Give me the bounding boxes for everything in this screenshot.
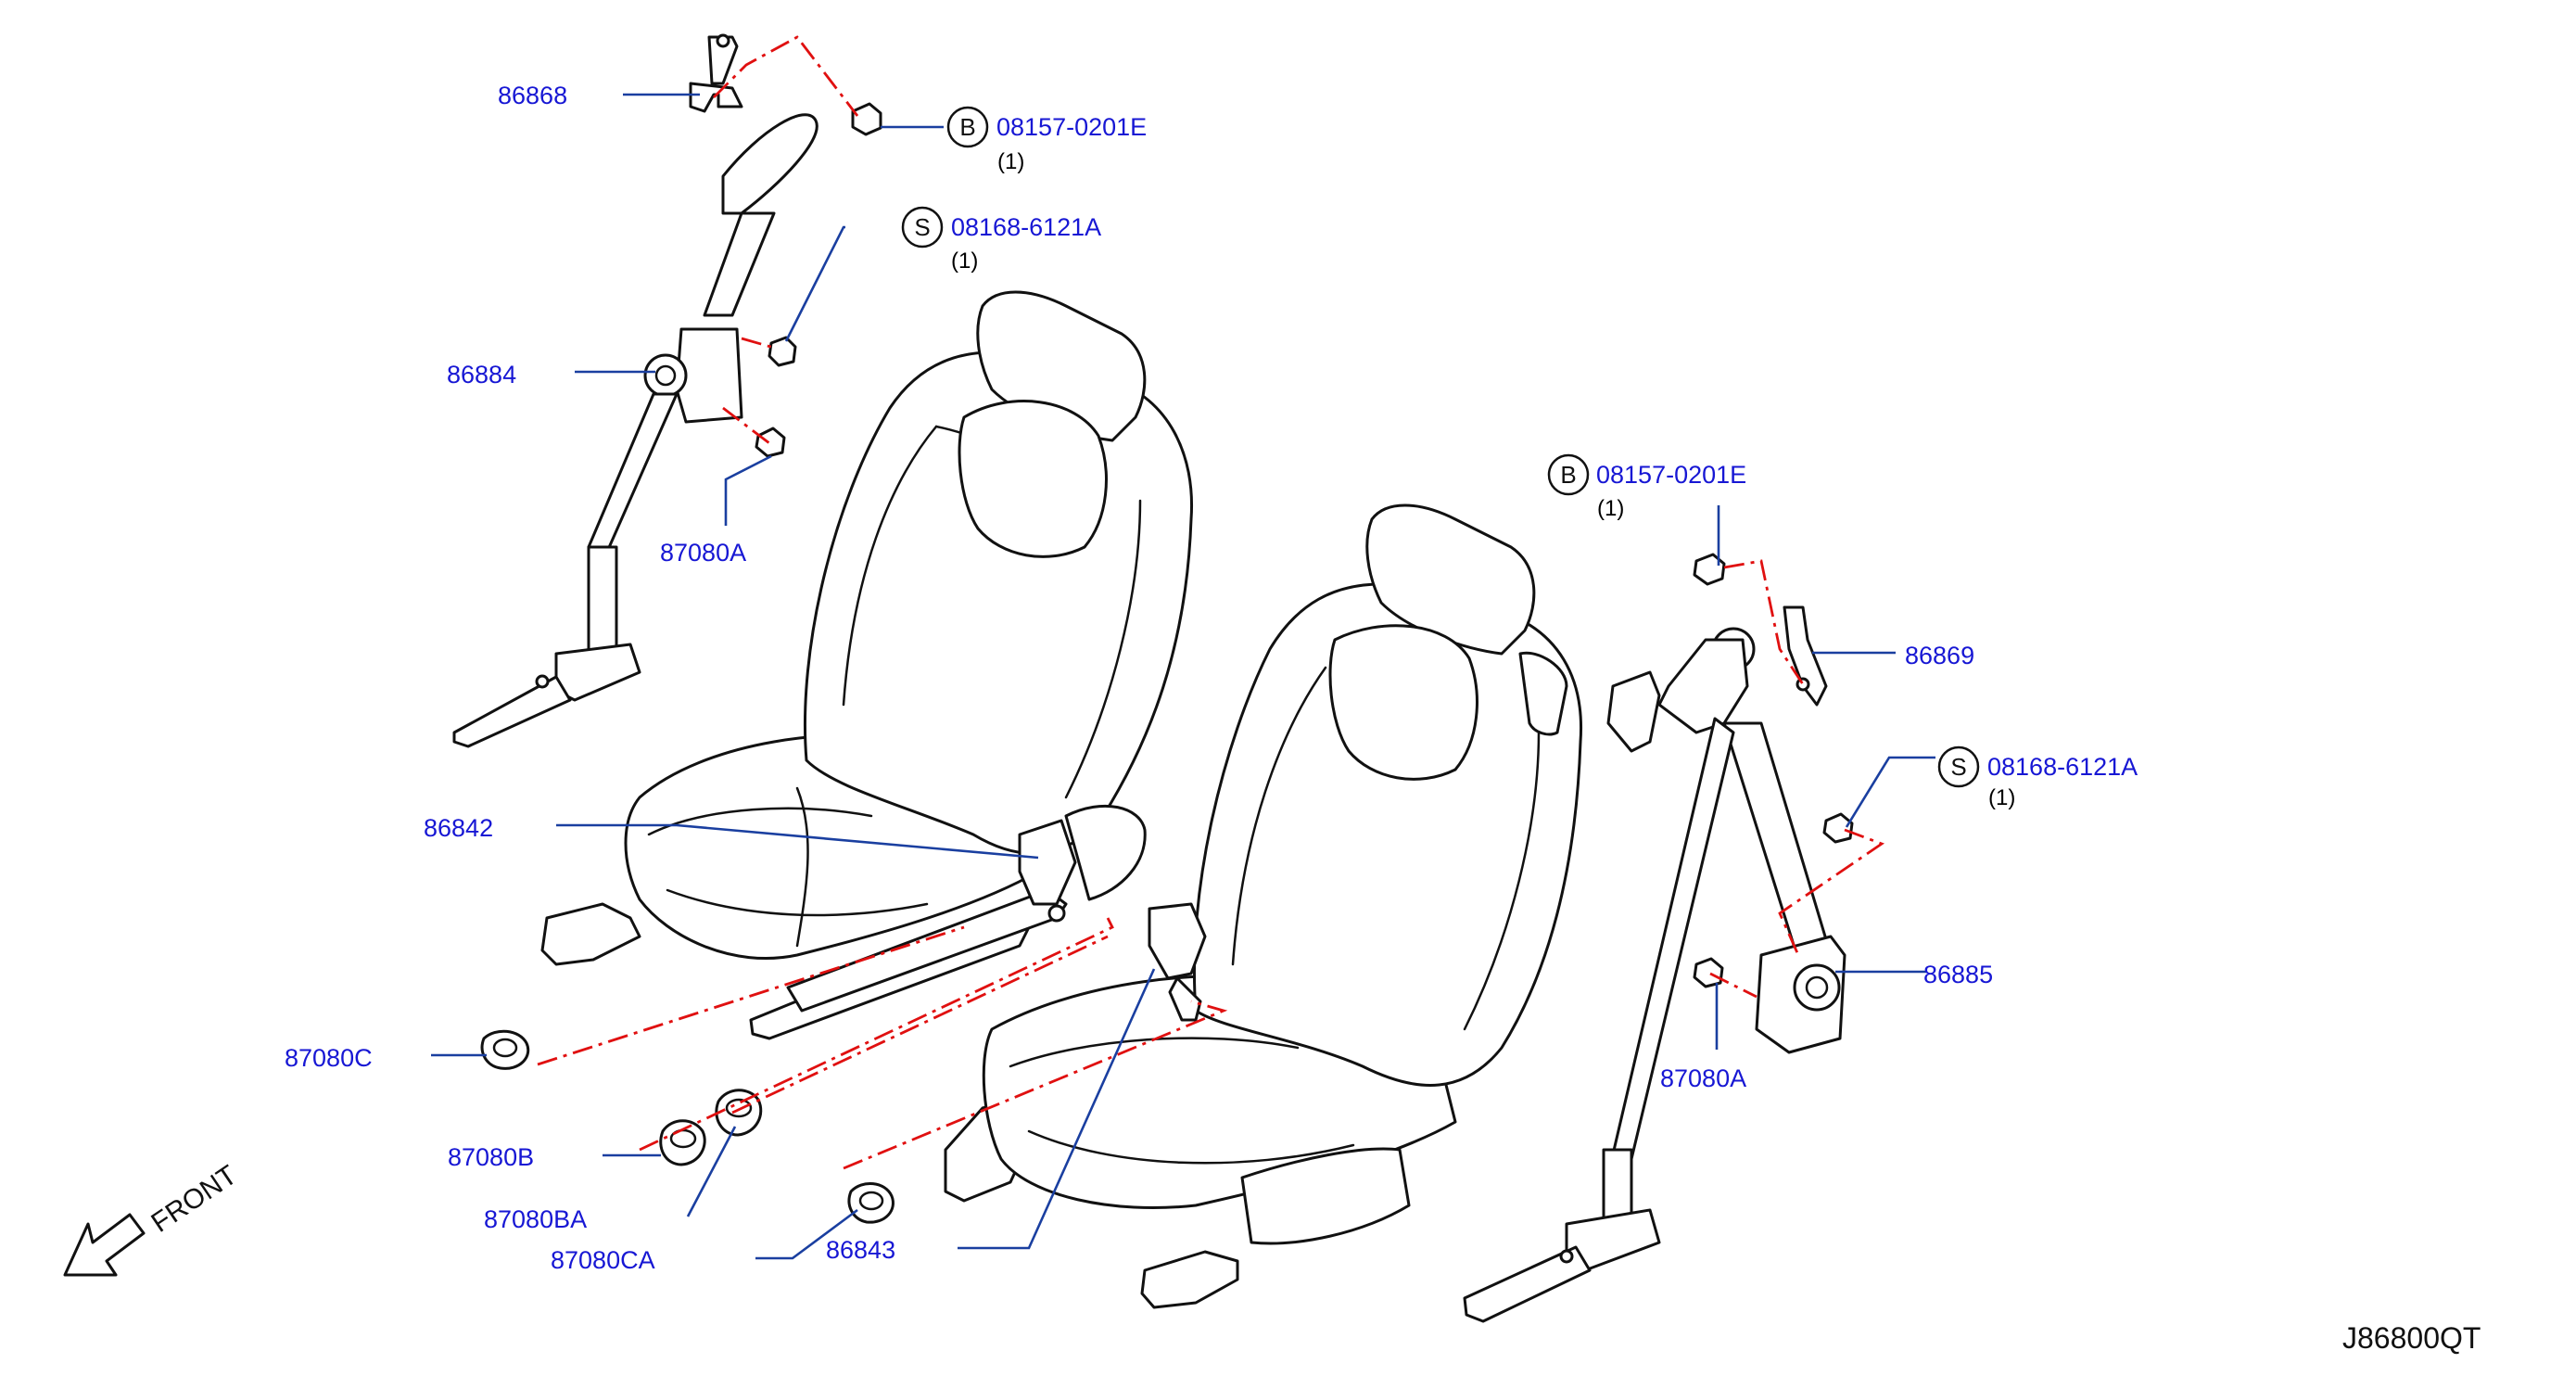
right-seat (944, 503, 1583, 1309)
left-seat-belt-assembly (452, 33, 882, 748)
callout-08157-right[interactable]: 08157-0201E (1596, 461, 1746, 489)
left-seat (540, 290, 1194, 1040)
callout-08168-left[interactable]: 08168-6121A (951, 213, 1101, 241)
bolt-b-letter-right: B (1560, 461, 1576, 489)
callout-87080B[interactable]: 87080B (448, 1143, 534, 1171)
front-direction-arrow: FRONT (63, 1160, 243, 1277)
callout-87080A-left[interactable]: 87080A (660, 539, 746, 567)
diagram-code: J86800QT (2342, 1321, 2481, 1355)
bolt-b-letter-left: B (959, 113, 975, 141)
loose-parts (480, 1029, 895, 1224)
callout-87080A-right[interactable]: 87080A (1660, 1064, 1746, 1092)
callout-08157-left[interactable]: 08157-0201E (996, 113, 1147, 141)
front-label: FRONT (146, 1160, 242, 1239)
bolt-s-symbol-left (901, 206, 944, 248)
callout-86842[interactable]: 86842 (424, 814, 493, 842)
callout-86869[interactable]: 86869 (1905, 642, 1974, 669)
callout-86843[interactable]: 86843 (826, 1236, 895, 1264)
callout-86884[interactable]: 86884 (447, 361, 516, 389)
assembly-dash-lines (537, 35, 1885, 1170)
qty-08168-right: (1) (1988, 785, 2015, 810)
bolt-s-letter-left: S (914, 213, 930, 241)
callout-87080CA[interactable]: 87080CA (551, 1246, 655, 1274)
callout-87080BA[interactable]: 87080BA (484, 1205, 587, 1233)
leader-lines (431, 93, 1935, 1260)
callout-labels: 86868 B 08157-0201E (1) S 08168-6121A (1… (285, 82, 2138, 1274)
bolt-s-letter-right: S (1950, 753, 1966, 781)
qty-08168-left: (1) (951, 248, 978, 274)
bolt-s-symbol-right (1937, 745, 1980, 788)
callout-87080C[interactable]: 87080C (285, 1044, 373, 1072)
callout-08168-right[interactable]: 08168-6121A (1987, 753, 2138, 781)
callout-86868[interactable]: 86868 (498, 82, 567, 109)
right-seat-belt-assembly (1463, 553, 1854, 1323)
bolt-b-symbol-left (946, 106, 989, 148)
callout-86885[interactable]: 86885 (1923, 961, 1993, 988)
bolt-b-symbol-right (1547, 453, 1590, 496)
qty-08157-right: (1) (1597, 496, 1624, 521)
qty-08157-left: (1) (997, 149, 1024, 174)
